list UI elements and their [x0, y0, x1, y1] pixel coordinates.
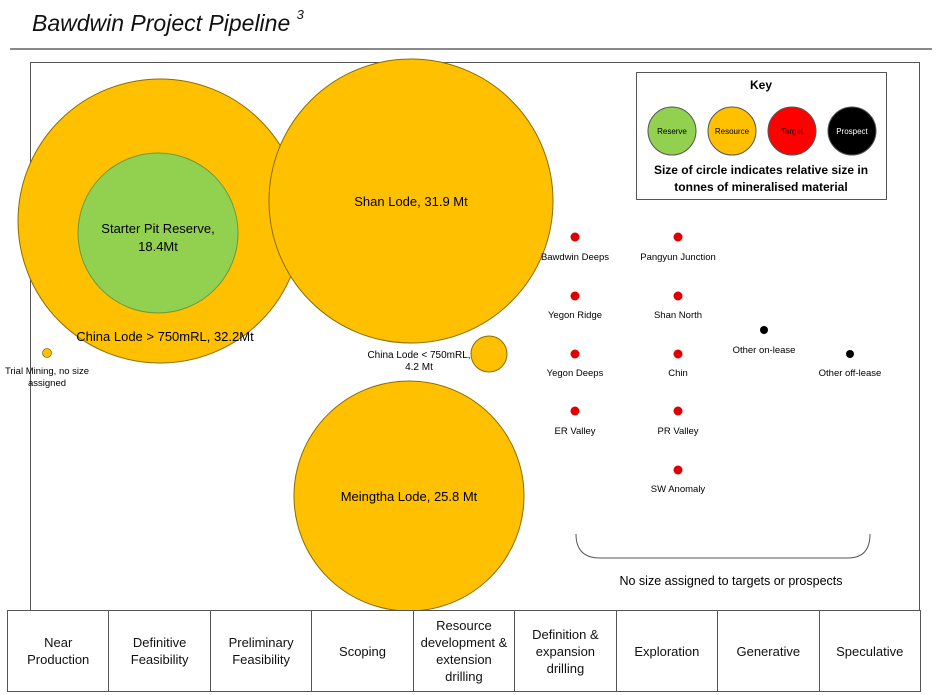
target-label: Shan North: [654, 310, 702, 321]
stage-resource-development: Resource development & extension drillin…: [413, 611, 516, 692]
key-note-line2: tonnes of mineralised material: [674, 180, 847, 194]
target-dot: [673, 465, 683, 475]
starter-pit-label-line1: Starter Pit Reserve,: [101, 221, 214, 236]
key-heading: Key: [750, 78, 772, 92]
pipeline-diagram: Starter Pit Reserve, 18.4Mt China Lode >…: [5, 58, 920, 610]
china-lode-lower-bubble: [470, 335, 508, 373]
trial-mining-label-line2: assigned: [28, 378, 66, 389]
target-dot: [673, 349, 683, 359]
target-label: Chin: [668, 368, 688, 379]
title-text: Bawdwin Project Pipeline: [32, 10, 291, 36]
prospects-group: Other on-lease Other off-lease: [733, 326, 882, 379]
prospect-label: Other on-lease: [733, 345, 796, 356]
starter-pit-reserve-bubble: [77, 152, 239, 314]
stage-preliminary-feasibility: Preliminary Feasibility: [210, 611, 313, 692]
key-prospect-swatch: [827, 106, 877, 156]
targets-group: Bawdwin Deeps Pangyun Junction Yegon Rid…: [541, 232, 716, 495]
starter-pit-label-line2: 18.4Mt: [138, 239, 178, 254]
shan-lode-bubble: [268, 58, 554, 344]
stage-speculative: Speculative: [819, 611, 921, 692]
stage-exploration: Exploration: [616, 611, 719, 692]
target-label: ER Valley: [554, 426, 595, 437]
key-resource-label: Resource: [715, 127, 750, 136]
key-note-line1: Size of circle indicates relative size i…: [654, 163, 868, 177]
key-reserve-label: Reserve: [657, 127, 687, 136]
key-target-swatch: [767, 106, 817, 156]
target-dot: [570, 232, 580, 242]
china-lode-lower-label-line2: 4.2 Mt: [405, 362, 433, 373]
meingtha-lode-bubble: [293, 380, 525, 610]
stage-generative: Generative: [718, 611, 820, 692]
stage-definitive-feasibility: Definitive Feasibility: [109, 611, 211, 692]
key-legend: Key Reserve Resource Target Prospect Siz…: [636, 72, 887, 200]
target-dot: [570, 291, 580, 301]
title-rule: [10, 48, 932, 50]
target-dot: [570, 349, 580, 359]
stage-scoping: Scoping: [312, 611, 414, 692]
stage-near-production: Near Production: [8, 611, 110, 692]
target-dot: [673, 232, 683, 242]
china-lode-upper-label: China Lode > 750mRL, 32.2Mt: [76, 329, 254, 344]
pipeline-stages-row: Near Production Definitive Feasibility P…: [7, 610, 921, 692]
shan-lode-label: Shan Lode, 31.9 Mt: [354, 194, 468, 209]
prospect-dot: [760, 326, 768, 334]
target-label: Yegon Deeps: [547, 368, 604, 379]
title-footnote: 3: [296, 7, 304, 23]
page-title: Bawdwin Project Pipeline 3: [32, 7, 304, 37]
prospect-dot: [846, 350, 854, 358]
china-lode-lower-label-line1: China Lode < 750mRL,: [367, 350, 470, 361]
key-resource-swatch: [707, 106, 757, 156]
target-label: PR Valley: [657, 426, 698, 437]
target-dot: [673, 291, 683, 301]
target-label: Bawdwin Deeps: [541, 252, 609, 263]
targets-brace: [575, 533, 871, 559]
key-reserve-swatch: [647, 106, 697, 156]
target-dot: [570, 406, 580, 416]
trial-mining-label-line1: Trial Mining, no size: [5, 366, 89, 377]
trial-mining-bubble: [42, 348, 52, 358]
prospect-label: Other off-lease: [819, 368, 882, 379]
stage-definition-expansion: Definition & expansion drilling: [515, 611, 617, 692]
brace-note: No size assigned to targets or prospects: [619, 574, 842, 588]
target-label: SW Anomaly: [651, 484, 706, 495]
key-target-label: Target: [781, 127, 804, 136]
target-label: Pangyun Junction: [640, 252, 716, 263]
target-dot: [673, 406, 683, 416]
target-label: Yegon Ridge: [548, 310, 602, 321]
meingtha-lode-label: Meingtha Lode, 25.8 Mt: [341, 489, 478, 504]
key-prospect-label: Prospect: [836, 127, 868, 136]
